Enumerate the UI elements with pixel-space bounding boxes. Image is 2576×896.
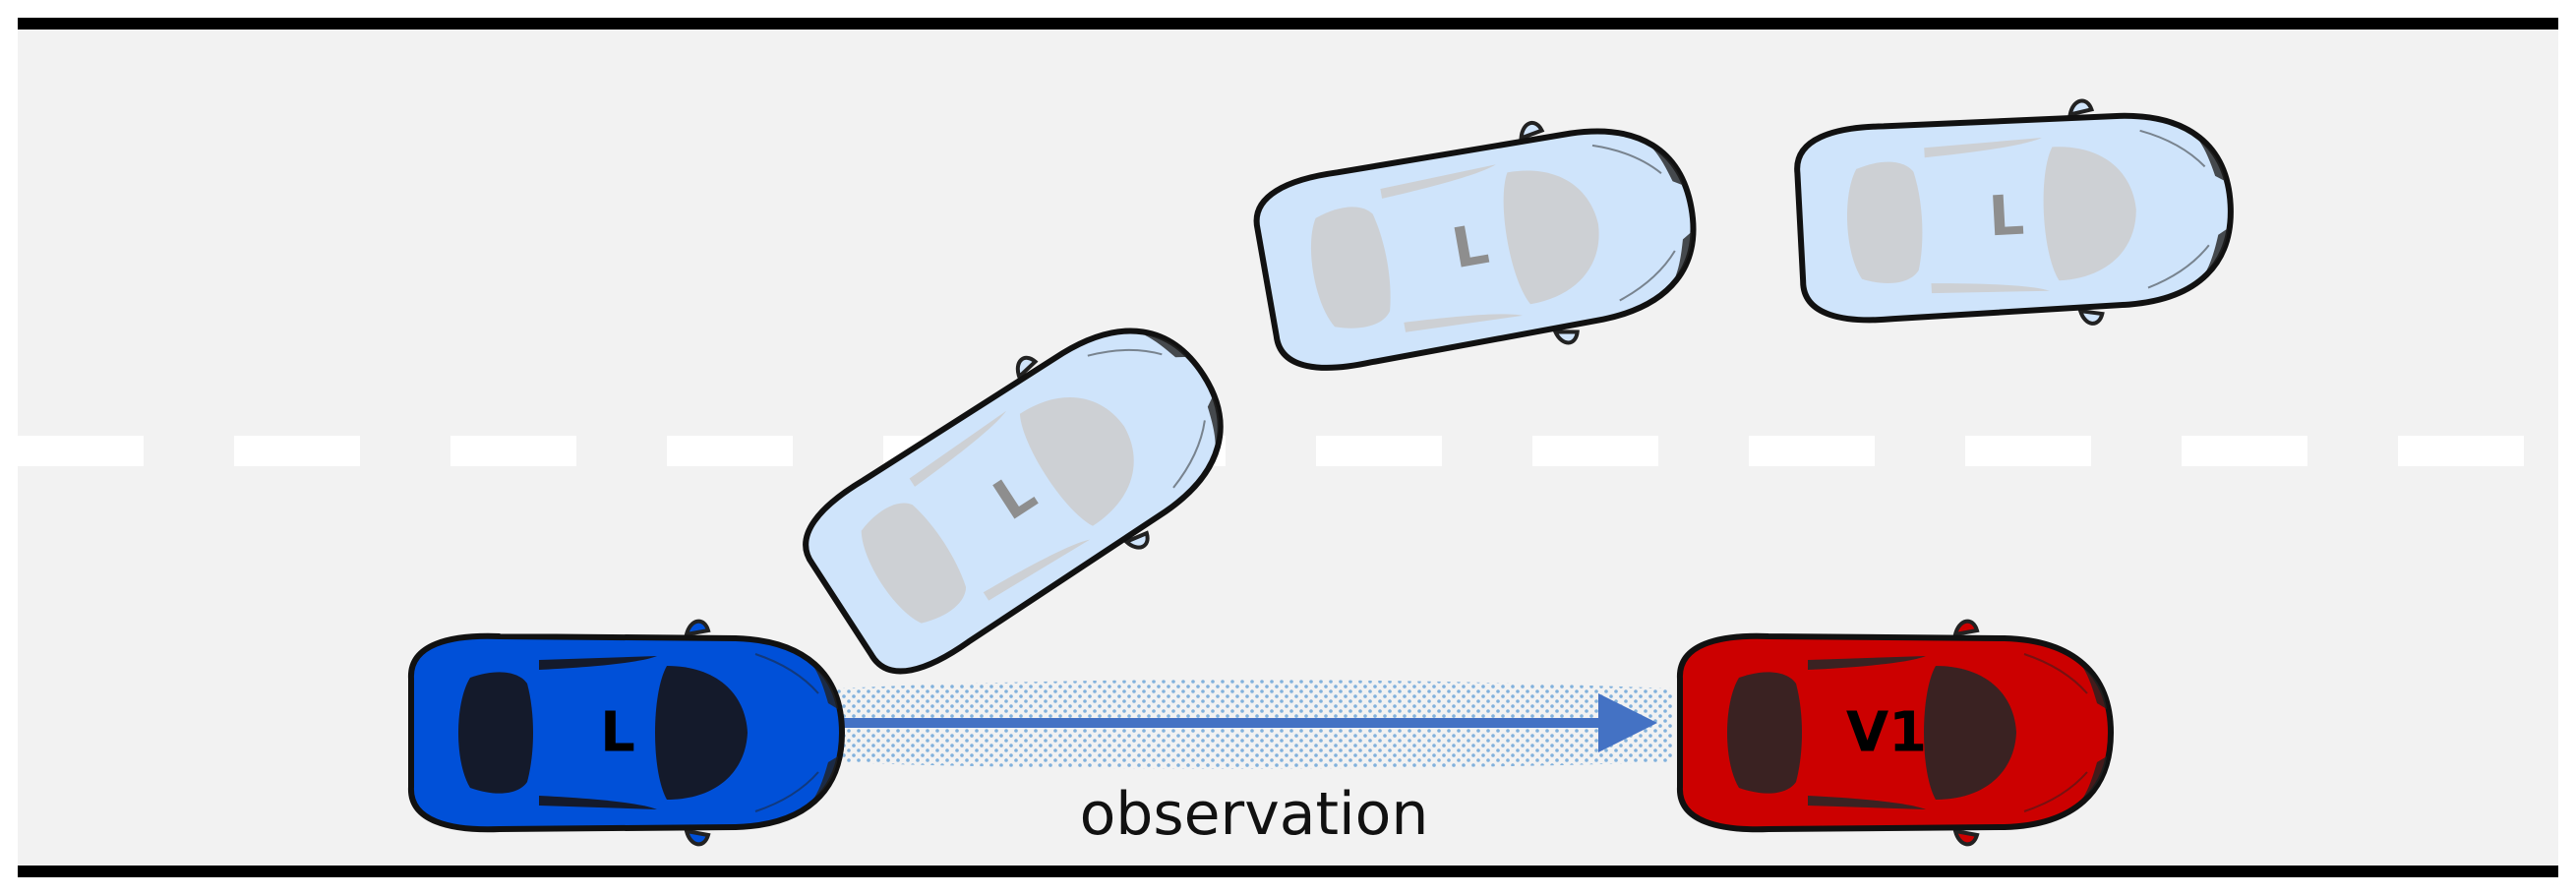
ghost-car-3-label: L [1987,184,2025,250]
ghost-car-1: L [781,281,1264,703]
leader-car-label: L [600,701,635,765]
target-car-label: V1 [1846,701,1927,765]
observation-beam [836,680,1672,769]
observation-label: observation [1080,780,1429,849]
road-edge-bottom [18,866,2558,877]
target-car-v1: V1 [1680,622,2111,845]
ghost-car-3: L [1794,93,2236,338]
lane-marking [18,436,2524,466]
road-edge-top [18,18,2558,30]
leader-car: L [411,622,842,845]
ghost-car-2: L [1247,98,1710,392]
